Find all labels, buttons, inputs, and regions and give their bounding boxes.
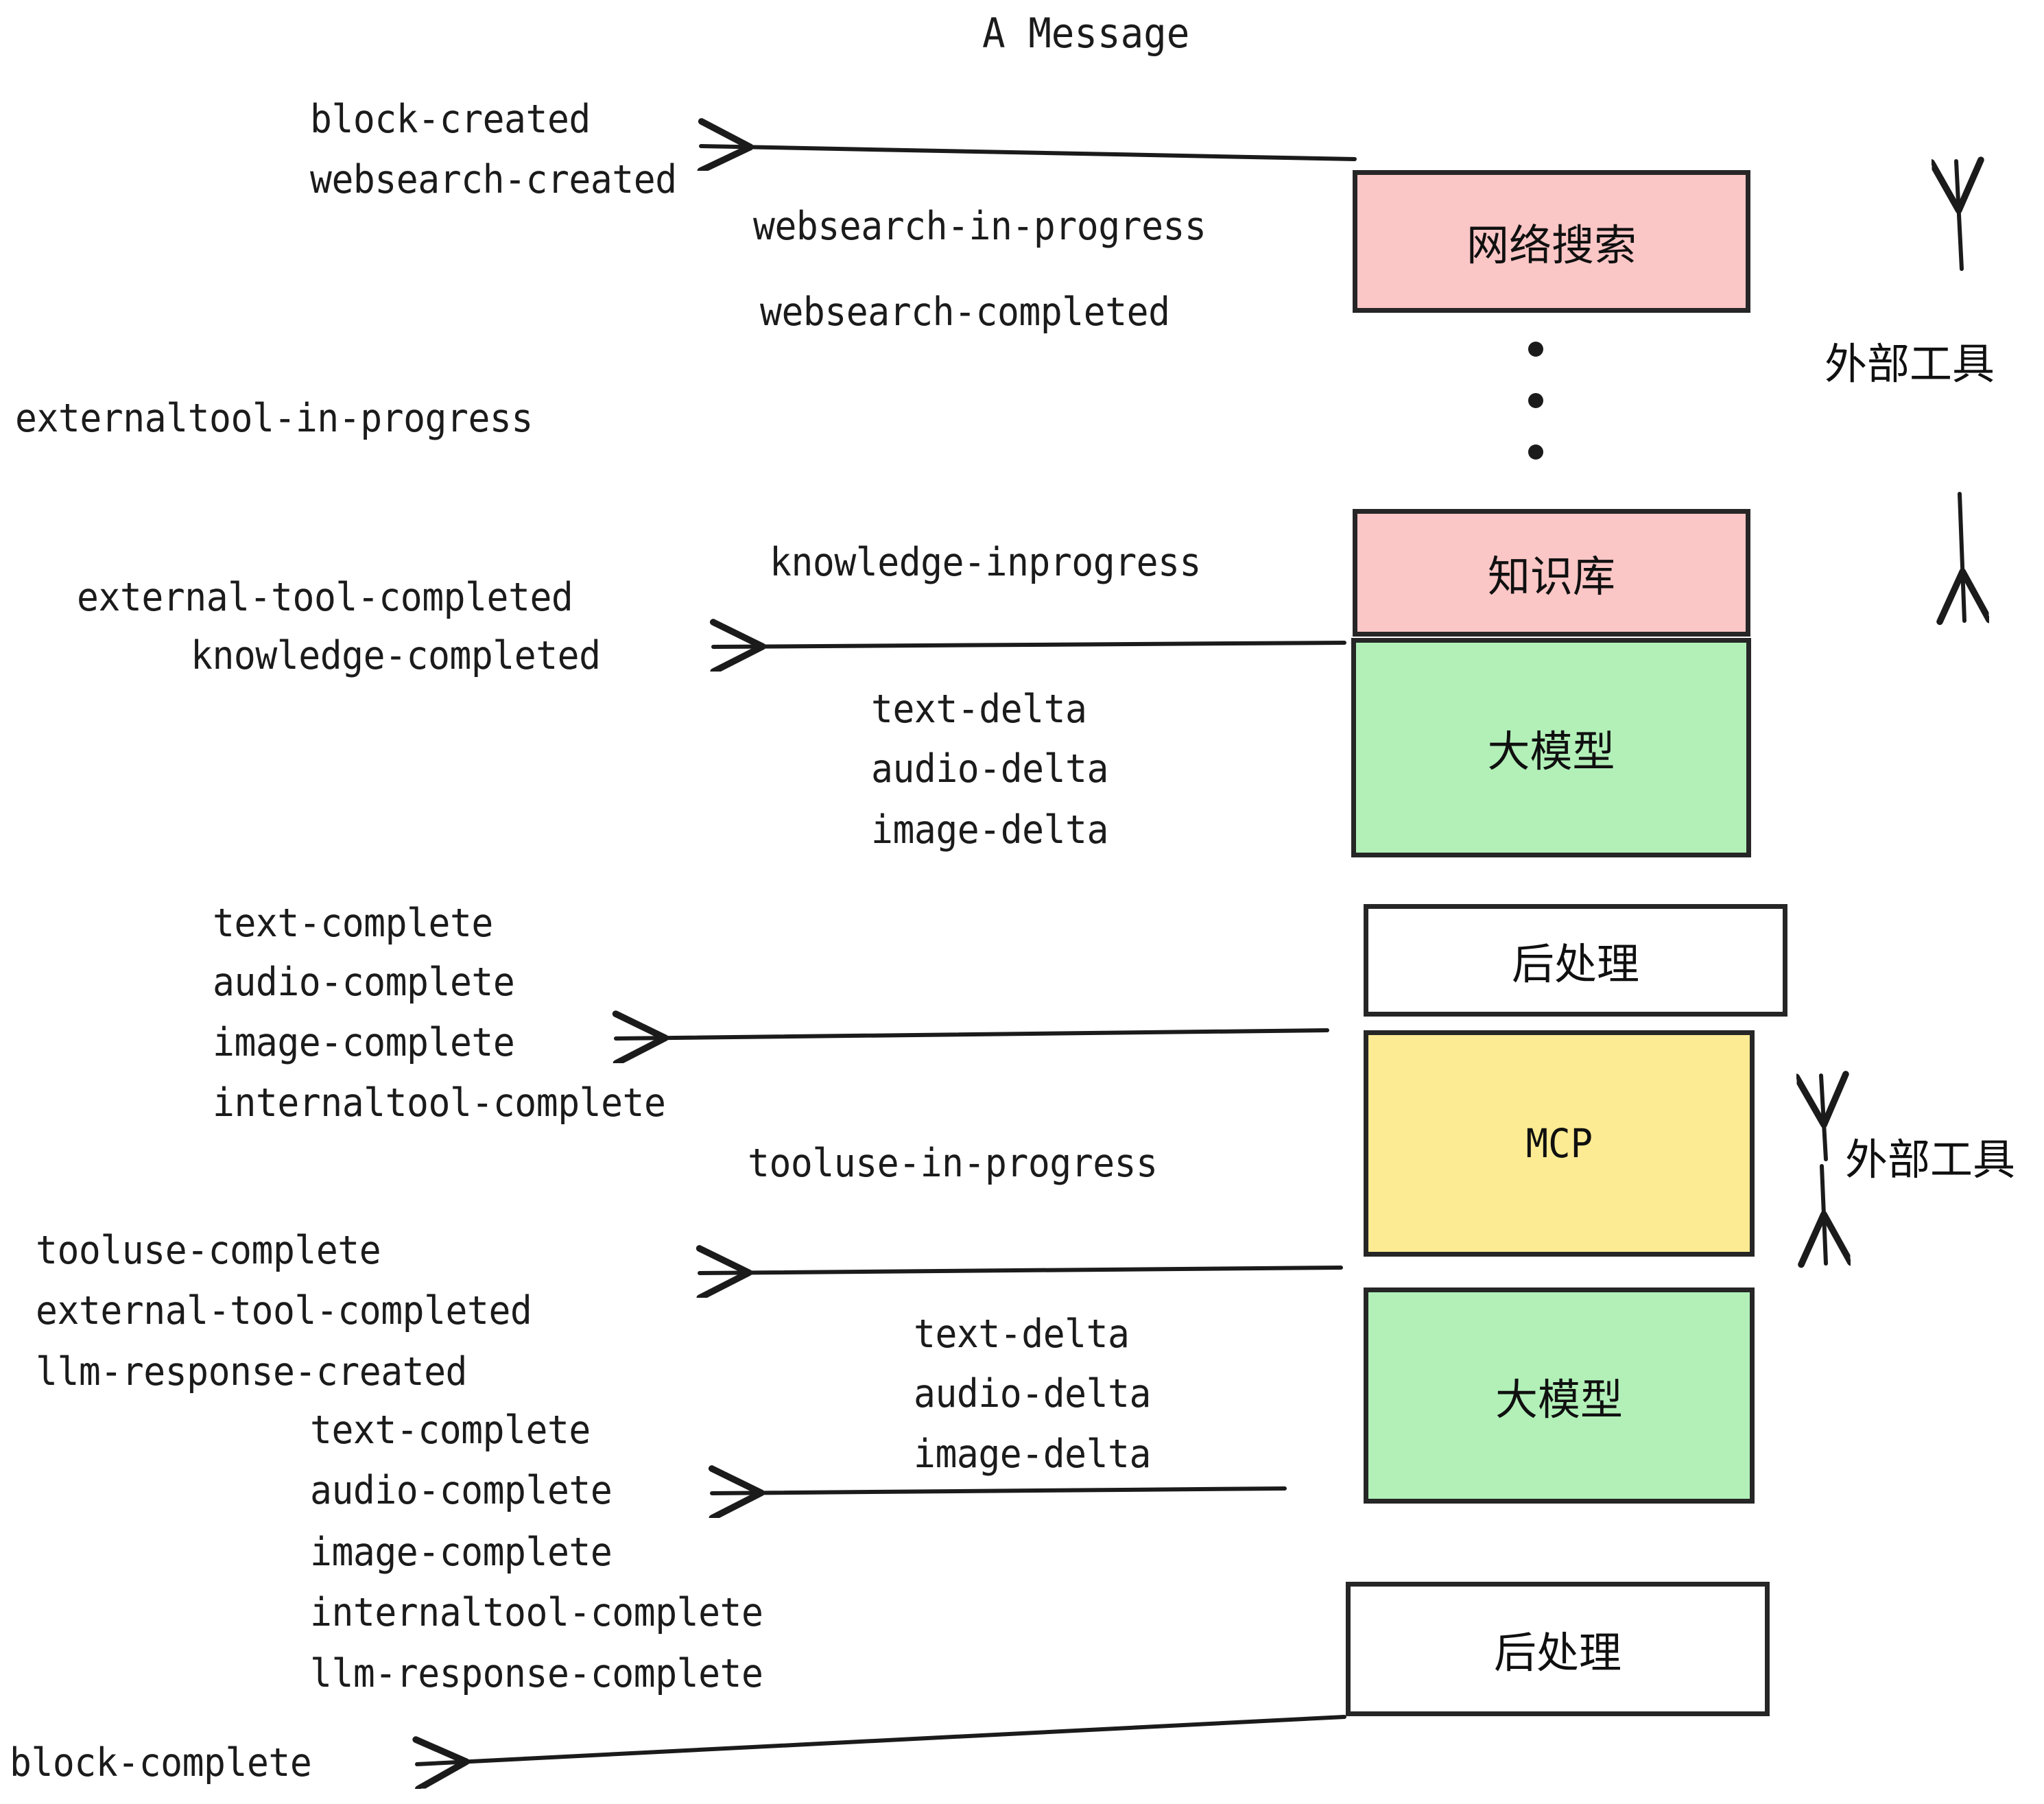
arrow-tooluse-complete [700, 1268, 1343, 1273]
event-tooluse-in-progress: tooluse-in-progress [748, 1141, 1158, 1186]
node-postprocess-2-label: 后处理 [1493, 1628, 1621, 1678]
dot-3 [1528, 444, 1543, 460]
node-mcp[interactable]: MCP [1364, 1030, 1755, 1257]
node-llm-1-label: 大模型 [1487, 726, 1615, 776]
external-tools-lower-label: 外部工具 [1845, 1135, 2016, 1185]
event-audio-complete-2: audio-complete [310, 1468, 613, 1513]
event-knowledge-completed: knowledge-completed [191, 633, 601, 678]
event-image-complete-2: image-complete [310, 1530, 613, 1575]
event-llm-response-created: llm-response-created [36, 1349, 467, 1394]
node-knowledge-label: 知识库 [1487, 551, 1615, 602]
node-mcp-label: MCP [1525, 1120, 1593, 1167]
event-text-complete-1: text-complete [213, 901, 493, 946]
arrow-block-complete [417, 1715, 1346, 1764]
event-block-created: block-created [310, 97, 591, 142]
event-image-delta-2: image-delta [914, 1432, 1151, 1477]
event-image-delta-1: image-delta [871, 807, 1108, 853]
arrow-audio-complete [712, 1488, 1287, 1493]
external-tools-upper-arrow [1956, 161, 1964, 621]
node-postprocess-1[interactable]: 后处理 [1364, 904, 1787, 1017]
event-text-complete-2: text-complete [310, 1408, 591, 1453]
node-websearch-label: 网络搜索 [1466, 220, 1637, 270]
event-knowledge-inprogress: knowledge-inprogress [770, 540, 1201, 585]
external-tools-upper-label: 外部工具 [1825, 339, 1995, 389]
arrow-knowledge-completed [713, 643, 1346, 647]
node-llm-2-label: 大模型 [1495, 1374, 1623, 1425]
event-externaltool-in-progress: externaltool-in-progress [15, 396, 533, 441]
node-websearch[interactable]: 网络搜索 [1353, 170, 1750, 313]
event-websearch-in-progress: websearch-in-progress [753, 204, 1207, 249]
event-audio-delta-1: audio-delta [871, 746, 1108, 792]
external-tools-lower-arrow [1821, 1076, 1826, 1263]
event-websearch-completed: websearch-completed [760, 289, 1170, 335]
event-internaltool-complete-1: internaltool-complete [213, 1080, 666, 1126]
node-knowledge[interactable]: 知识库 [1353, 509, 1750, 637]
event-text-delta-2: text-delta [914, 1312, 1130, 1357]
event-text-delta-1: text-delta [871, 687, 1087, 732]
node-llm-2[interactable]: 大模型 [1364, 1287, 1755, 1504]
event-tooluse-complete: tooluse-complete [36, 1228, 381, 1273]
dot-2 [1528, 393, 1543, 408]
dot-1 [1528, 342, 1543, 357]
arrow-block-created [701, 146, 1357, 159]
event-image-complete-1: image-complete [213, 1020, 515, 1065]
event-external-tool-completed-2: external-tool-completed [36, 1288, 532, 1333]
event-audio-complete-1: audio-complete [213, 960, 515, 1005]
event-external-tool-completed-1: external-tool-completed [77, 575, 573, 620]
event-websearch-created: websearch-created [310, 157, 677, 202]
event-llm-response-complete: llm-response-complete [310, 1651, 763, 1696]
node-postprocess-1-label: 后处理 [1511, 939, 1639, 989]
node-postprocess-2[interactable]: 后处理 [1346, 1582, 1770, 1716]
diagram-title: A Message [982, 10, 1190, 58]
arrow-image-complete [616, 1030, 1329, 1039]
event-audio-delta-2: audio-delta [914, 1371, 1151, 1416]
event-block-complete: block-complete [10, 1740, 312, 1785]
ellipsis-dots [1528, 342, 1544, 460]
event-internaltool-complete-2: internaltool-complete [310, 1590, 763, 1635]
node-llm-1[interactable]: 大模型 [1351, 638, 1751, 857]
